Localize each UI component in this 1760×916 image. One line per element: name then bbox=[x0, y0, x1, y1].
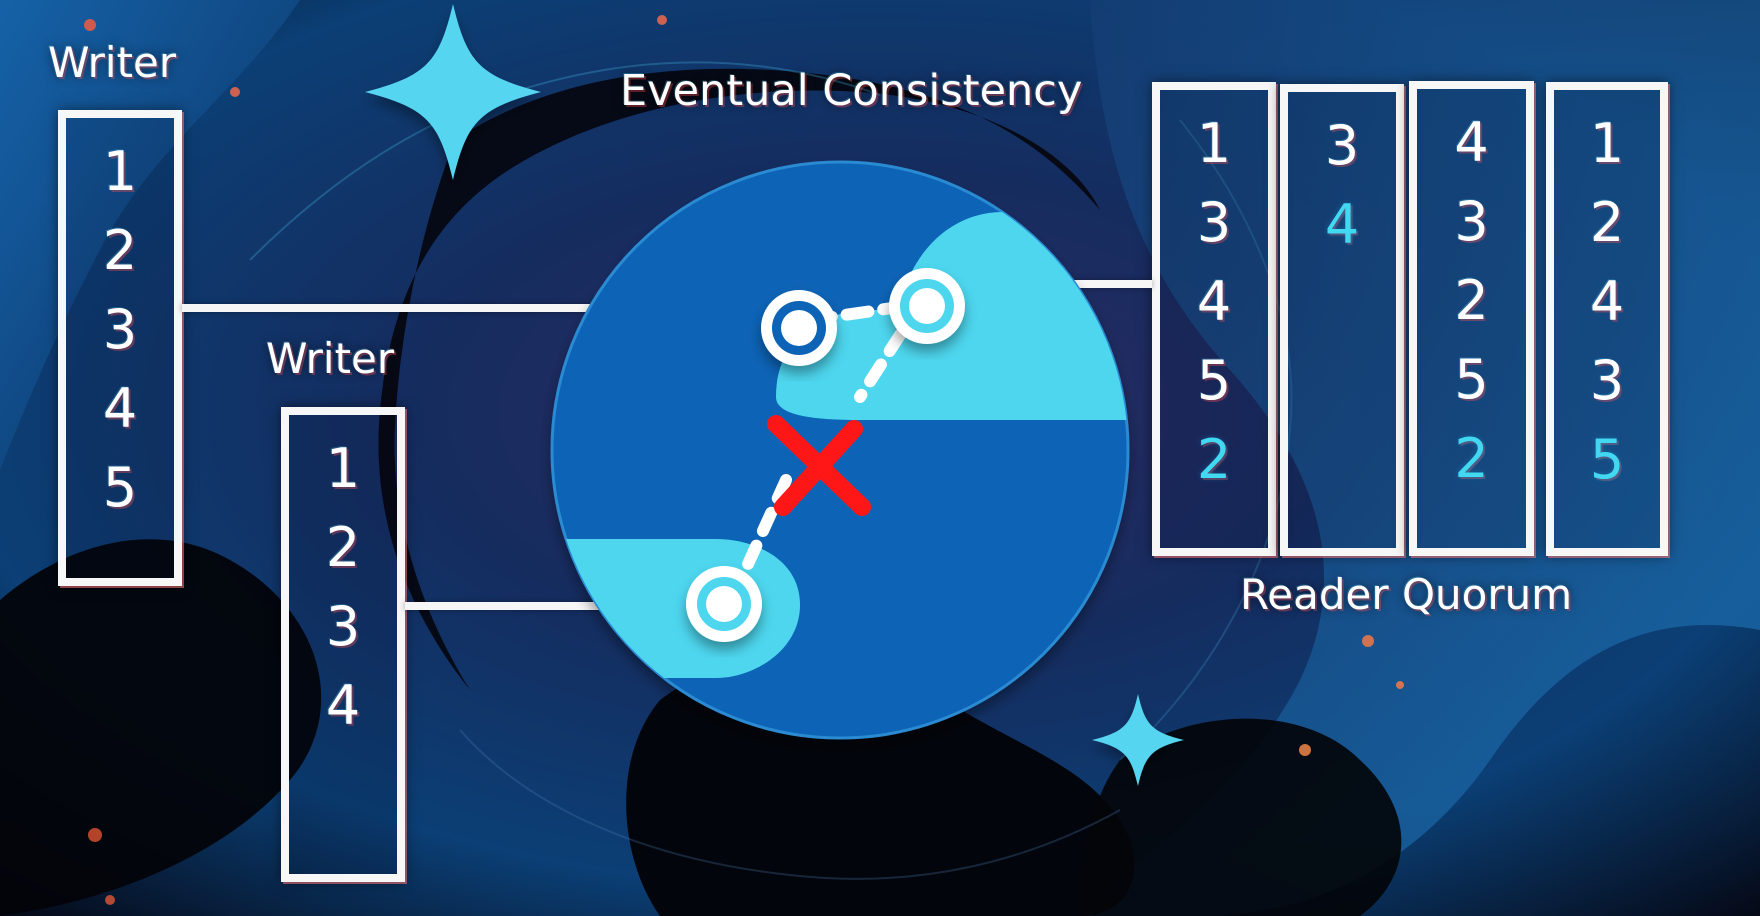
reader-column-4-item-4: 3 bbox=[1589, 349, 1625, 412]
reader-quorum-label: Reader Quorum bbox=[1240, 570, 1573, 619]
second-writer-node bbox=[686, 566, 762, 642]
replica-node bbox=[889, 268, 965, 344]
writer-2-connector bbox=[405, 602, 697, 610]
writer-label-2: Writer bbox=[266, 334, 395, 383]
spark-dot-5 bbox=[1396, 681, 1404, 689]
writer-log-1-item-5: 5 bbox=[102, 456, 138, 519]
writer-log-2: 1 2 3 4 bbox=[281, 407, 405, 882]
spark-dot-7 bbox=[88, 828, 102, 842]
sparkle-star-large bbox=[365, 4, 541, 180]
writer-log-1-item-4: 4 bbox=[102, 377, 138, 440]
writer-log-1-item-3: 3 bbox=[102, 298, 138, 361]
writer-label-1: Writer bbox=[48, 38, 177, 87]
lower-dark-blob-left bbox=[0, 539, 322, 916]
reader-column-4-values: 1 2 4 3 5 bbox=[1554, 110, 1660, 494]
spark-dot-2 bbox=[230, 87, 240, 97]
writer-log-1-item-2: 2 bbox=[102, 219, 138, 282]
spark-dot-1 bbox=[84, 19, 96, 31]
consistency-diagram bbox=[365, 4, 1184, 786]
reader-column-1-item-3: 4 bbox=[1196, 270, 1232, 333]
spark-dot-8 bbox=[105, 895, 115, 905]
writer-log-1-values: 1 2 3 4 5 bbox=[66, 138, 174, 522]
reader-column-1-item-2: 3 bbox=[1196, 191, 1232, 254]
writer-log-2-item-1: 1 bbox=[325, 437, 361, 500]
reader-column-2-item-2: 4 bbox=[1324, 193, 1360, 256]
spark-dot-4 bbox=[1362, 635, 1374, 647]
reader-column-1: 1 3 4 5 2 bbox=[1152, 82, 1276, 556]
reader-column-3-item-2: 3 bbox=[1454, 190, 1489, 253]
reader-column-1-values: 1 3 4 5 2 bbox=[1160, 110, 1268, 494]
writer-log-1: 1 2 3 4 5 bbox=[58, 110, 182, 586]
reader-column-4-item-1: 1 bbox=[1589, 112, 1625, 175]
reader-column-1-item-4: 5 bbox=[1196, 349, 1232, 412]
curved-thin-line-3 bbox=[459, 729, 1121, 880]
reader-column-4: 1 2 4 3 5 bbox=[1546, 82, 1668, 556]
writer-log-2-item-4: 4 bbox=[325, 674, 361, 737]
writer-log-2-item-2: 2 bbox=[325, 516, 361, 579]
writer-log-2-item-3: 3 bbox=[325, 595, 361, 658]
reader-column-4-item-3: 4 bbox=[1589, 270, 1625, 333]
reader-column-2: 3 4 bbox=[1280, 84, 1404, 556]
red-x-icon bbox=[767, 415, 871, 516]
reader-column-2-values: 3 4 bbox=[1288, 112, 1396, 259]
reader-column-3-values: 4 3 2 5 2 bbox=[1417, 109, 1526, 493]
writer-log-1-item-1: 1 bbox=[102, 140, 138, 203]
spark-dot-6 bbox=[1299, 744, 1311, 756]
reader-column-3-item-1: 4 bbox=[1454, 111, 1489, 174]
writer-log-2-values: 1 2 3 4 bbox=[289, 435, 397, 740]
reader-column-2-item-1: 3 bbox=[1324, 114, 1360, 177]
writer-1-connector bbox=[182, 304, 766, 312]
central-network-circle bbox=[550, 160, 1130, 740]
sparkle-star-small bbox=[1092, 694, 1184, 786]
curved-thin-line-2 bbox=[1119, 119, 1293, 761]
reader-column-3-item-3: 2 bbox=[1454, 269, 1489, 332]
spark-dot-3 bbox=[657, 15, 667, 25]
reader-column-3-item-4: 5 bbox=[1454, 348, 1489, 411]
reader-column-1-item-1: 1 bbox=[1196, 112, 1232, 175]
reader-column-1-item-5: 2 bbox=[1196, 428, 1232, 491]
reader-column-4-item-5: 5 bbox=[1589, 428, 1625, 491]
reader-column-4-item-2: 2 bbox=[1589, 191, 1625, 254]
writer-node bbox=[761, 290, 837, 366]
reader-column-3-item-5: 2 bbox=[1454, 427, 1489, 490]
lower-dark-blob-right bbox=[1080, 718, 1402, 916]
reader-column-3: 4 3 2 5 2 bbox=[1409, 81, 1534, 556]
diagram-title: Eventual Consistency bbox=[620, 66, 1083, 116]
